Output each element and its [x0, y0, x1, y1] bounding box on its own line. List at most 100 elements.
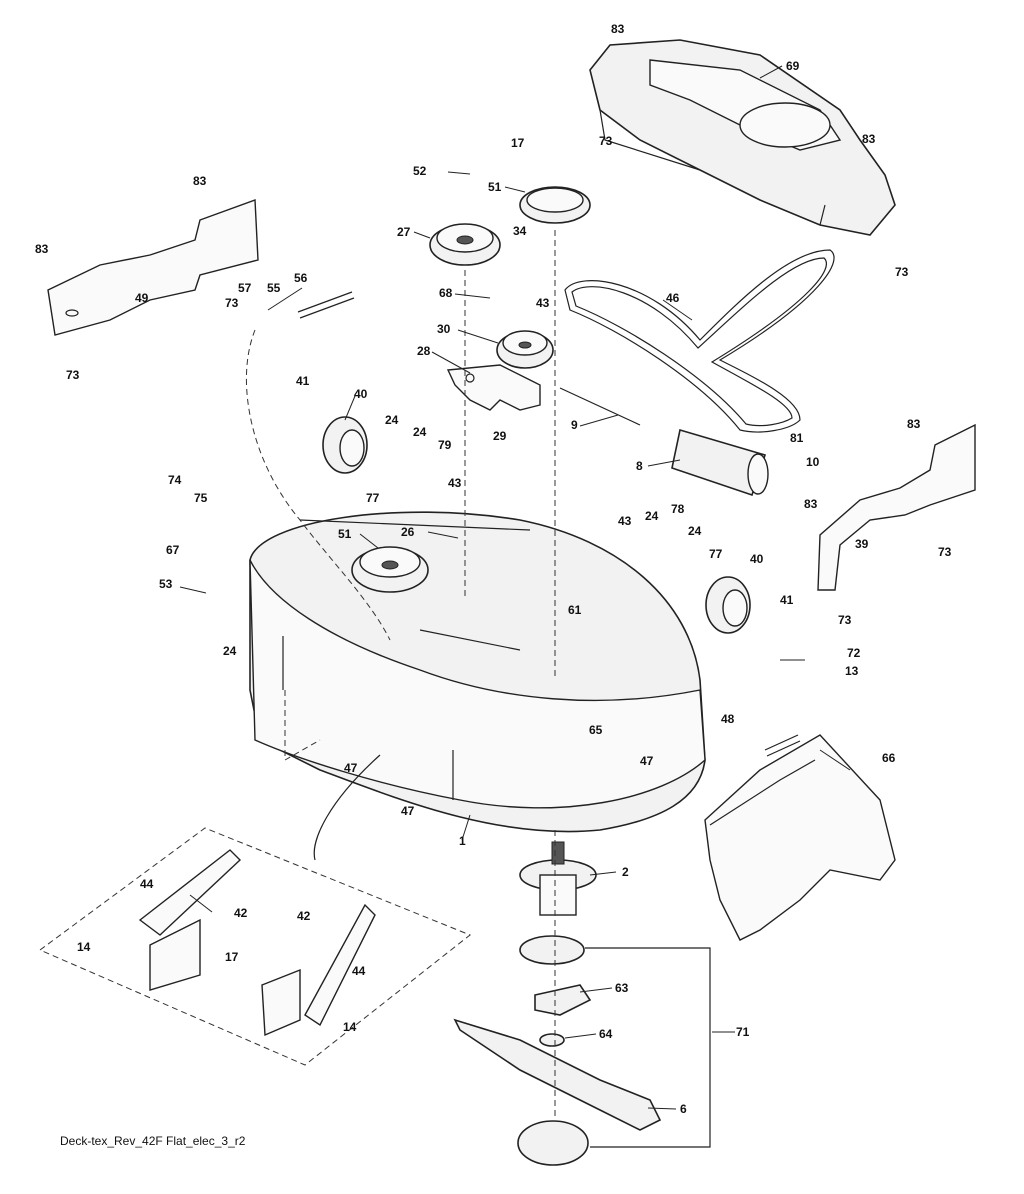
drive-belt [564, 249, 835, 433]
right-side-shield [817, 423, 976, 591]
callout-49: 49 [135, 291, 149, 305]
lift-arm-right [261, 903, 376, 1037]
callout-41: 41 [780, 593, 794, 607]
callout-6: 6 [680, 1102, 687, 1116]
callout-44: 44 [352, 964, 366, 978]
callout-83: 83 [35, 242, 49, 256]
callout-78: 78 [671, 502, 685, 516]
callout-63: 63 [615, 981, 629, 995]
callout-24: 24 [385, 413, 399, 427]
callout-77: 77 [709, 547, 723, 561]
callout-14: 14 [343, 1020, 357, 1034]
callout-73: 73 [225, 296, 239, 310]
callout-24: 24 [223, 644, 237, 658]
pulley-51-top [519, 186, 591, 224]
callout-73: 73 [838, 613, 852, 627]
callout-43: 43 [536, 296, 550, 310]
callout-72: 72 [847, 646, 861, 660]
callout-68: 68 [439, 286, 453, 300]
callout-83: 83 [193, 174, 207, 188]
gauge-wheel-left [322, 416, 368, 474]
spring-56 [297, 291, 355, 319]
callout-24: 24 [413, 425, 427, 439]
callout-17: 17 [225, 950, 239, 964]
callout-10: 10 [806, 455, 820, 469]
callout-24: 24 [688, 524, 702, 538]
callout-9: 9 [571, 418, 578, 432]
callout-34: 34 [513, 224, 527, 238]
discharge-chute [704, 734, 896, 941]
callout-57: 57 [238, 281, 252, 295]
lift-arm-left [138, 849, 242, 991]
callout-83: 83 [804, 497, 818, 511]
callout-13: 13 [845, 664, 859, 678]
callout-48: 48 [721, 712, 735, 726]
callout-24: 24 [645, 509, 659, 523]
callout-47: 47 [401, 804, 415, 818]
spindle-assembly [519, 841, 597, 916]
lift-arm-group-boundary [39, 827, 471, 1066]
idler-arm [446, 364, 541, 411]
callout-labels: 83 73 69 83 73 17 52 51 27 34 83 83 49 7… [35, 22, 952, 1116]
callout-73: 73 [599, 134, 613, 148]
mower-blade [453, 1018, 662, 1131]
adapter-63 [534, 984, 592, 1016]
callout-73: 73 [895, 265, 909, 279]
leader-lines [179, 65, 851, 1110]
blade-adapter-bottom [517, 1120, 589, 1166]
callout-75: 75 [194, 491, 208, 505]
left-side-shield [47, 199, 259, 336]
mower-deck [249, 511, 706, 833]
callout-43: 43 [448, 476, 462, 490]
callout-73: 73 [66, 368, 80, 382]
callout-66: 66 [882, 751, 896, 765]
callout-29: 29 [493, 429, 507, 443]
callout-61: 61 [568, 603, 582, 617]
callout-17: 17 [511, 136, 525, 150]
callout-28: 28 [417, 344, 431, 358]
callout-44: 44 [140, 877, 154, 891]
callout-81: 81 [790, 431, 804, 445]
callout-83: 83 [907, 417, 921, 431]
callout-83: 83 [862, 132, 876, 146]
lift-link [313, 754, 381, 861]
callout-52: 52 [413, 164, 427, 178]
callout-65: 65 [589, 723, 603, 737]
idler-pulley-27 [429, 223, 501, 266]
callout-74: 74 [168, 473, 182, 487]
drawing-id-caption: Deck-tex_Rev_42F Flat_elec_3_r2 [60, 1134, 246, 1148]
callout-77: 77 [366, 491, 380, 505]
adapter-71 [519, 935, 585, 965]
callout-43: 43 [618, 514, 632, 528]
spring-route [245, 329, 391, 641]
callout-40: 40 [354, 387, 368, 401]
callout-47: 47 [640, 754, 654, 768]
idler-pulley-30 [496, 330, 554, 369]
callout-56: 56 [294, 271, 308, 285]
callout-69: 69 [786, 59, 800, 73]
bolt-route [284, 690, 321, 761]
callout-71: 71 [736, 1025, 750, 1039]
callout-26: 26 [401, 525, 415, 539]
callout-55: 55 [267, 281, 281, 295]
belt-cover [589, 39, 896, 236]
callout-64: 64 [599, 1027, 613, 1041]
roller-rod [559, 387, 641, 426]
callout-53: 53 [159, 577, 173, 591]
gauge-wheel-right [705, 576, 751, 634]
callout-51: 51 [338, 527, 352, 541]
callout-42: 42 [297, 909, 311, 923]
callout-14: 14 [77, 940, 91, 954]
callout-1: 1 [459, 834, 466, 848]
pulley-51-deck [351, 546, 429, 593]
spring-48 [764, 734, 801, 757]
washer-64 [539, 1033, 565, 1047]
callout-47: 47 [344, 761, 358, 775]
callout-42: 42 [234, 906, 248, 920]
callout-79: 79 [438, 438, 452, 452]
callout-51: 51 [488, 180, 502, 194]
callout-8: 8 [636, 459, 643, 473]
callout-30: 30 [437, 322, 451, 336]
callout-27: 27 [397, 225, 411, 239]
